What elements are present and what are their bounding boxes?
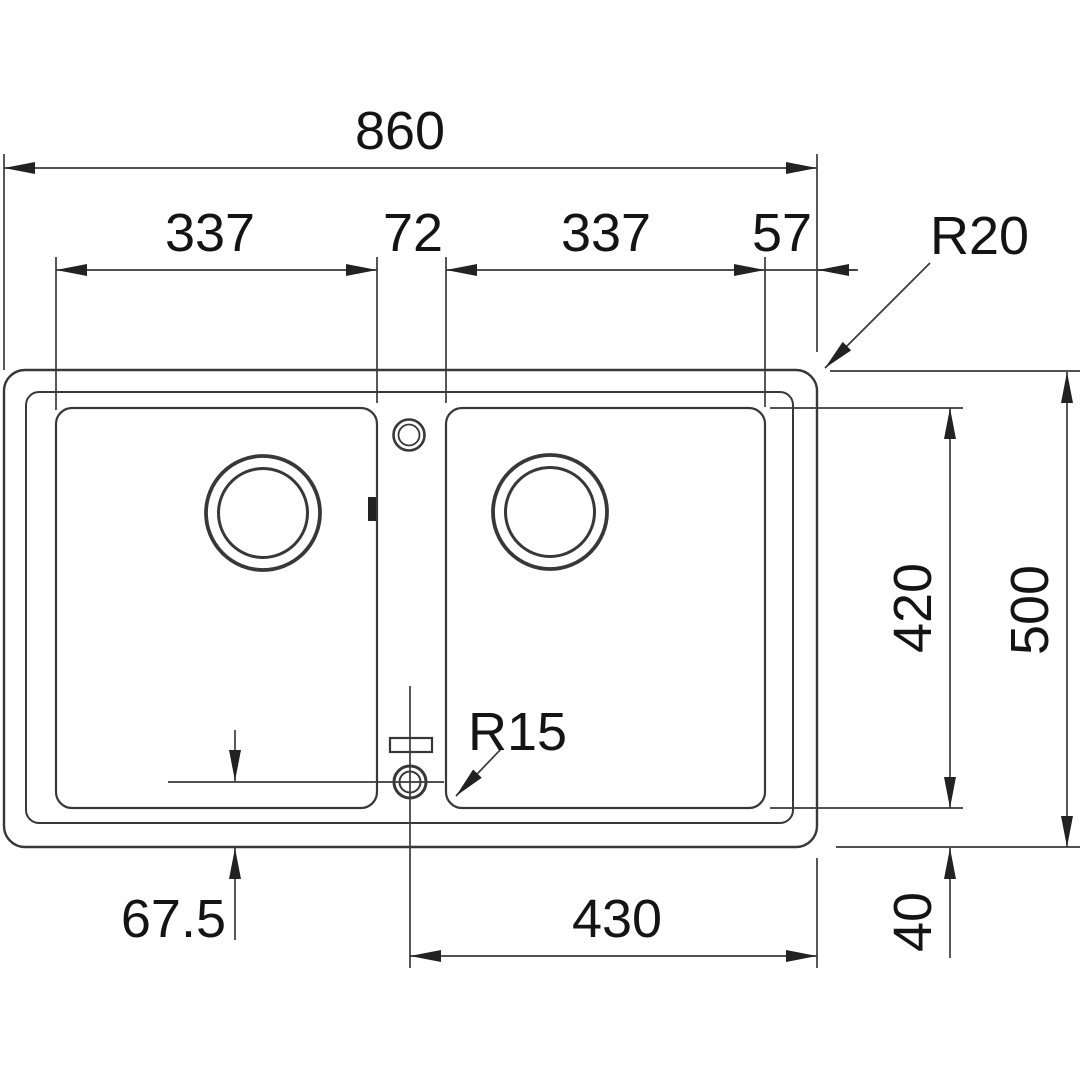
- label-bowl-corner-radius: R15: [468, 702, 567, 762]
- dimension-lines: [4, 162, 1073, 962]
- right-bowl: [444, 406, 767, 810]
- tap-hole-inner: [397, 423, 421, 447]
- right-drain-outer: [491, 453, 609, 571]
- leader-r15: [455, 747, 503, 797]
- label-center-divider-width: 72: [383, 203, 443, 263]
- label-bottom-edge-offset: 40: [883, 892, 943, 952]
- label-drain-center-offset: 67.5: [121, 889, 226, 949]
- dimension-labels: 860 337 72 337 57 R20 R15 420 500 40 67.…: [121, 101, 1060, 952]
- tap-hole-outer: [392, 418, 426, 452]
- label-right-edge-offset: 57: [752, 203, 812, 263]
- label-right-bowl-width: 337: [561, 203, 651, 263]
- label-overall-width: 860: [355, 101, 445, 161]
- right-drain-inner: [504, 466, 596, 558]
- label-bowl-length: 420: [883, 563, 943, 653]
- label-drain-center-to-edge: 430: [572, 889, 662, 949]
- extension-lines: [3, 154, 1080, 968]
- left-drain-outer: [204, 454, 322, 572]
- overflow-slot: [388, 736, 434, 754]
- label-outer-corner-radius: R20: [930, 206, 1029, 266]
- divider-overflow-mark: [368, 497, 376, 521]
- label-overall-depth: 500: [1000, 565, 1060, 655]
- label-left-bowl-width: 337: [165, 203, 255, 263]
- left-bowl: [54, 406, 379, 810]
- left-drain-inner: [217, 467, 309, 559]
- leader-r20: [824, 262, 931, 369]
